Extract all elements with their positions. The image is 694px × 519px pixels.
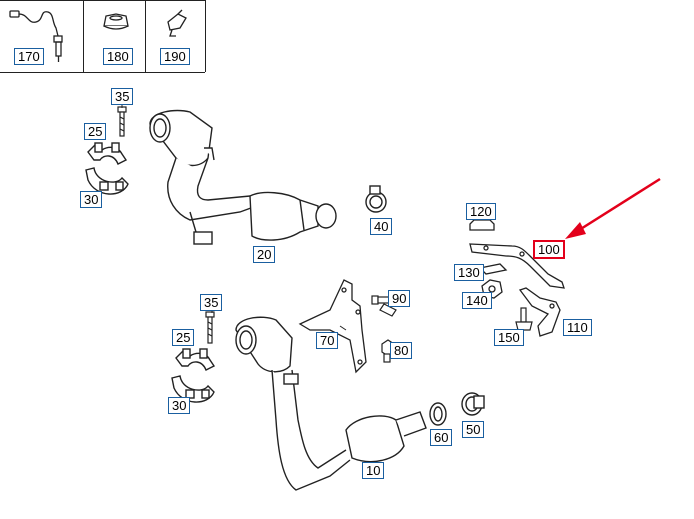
callout-50[interactable]: 50 bbox=[462, 421, 485, 438]
callout-170[interactable]: 170 bbox=[14, 48, 44, 65]
clamp-half-upper-icon bbox=[87, 142, 128, 165]
callout-180[interactable]: 180 bbox=[103, 48, 133, 65]
callout-130[interactable]: 130 bbox=[454, 264, 484, 281]
callout-190[interactable]: 190 bbox=[160, 48, 190, 65]
callout-110[interactable]: 110 bbox=[563, 319, 592, 336]
catalytic-converter-lower-icon bbox=[235, 316, 427, 491]
callout-140[interactable]: 140 bbox=[462, 292, 492, 309]
bolt-90-icon bbox=[371, 295, 397, 317]
clamp-half-lower-icon bbox=[85, 167, 129, 195]
callout-70[interactable]: 70 bbox=[316, 332, 339, 349]
callout-25-upper[interactable]: 25 bbox=[84, 123, 107, 140]
bolt-lower-icon bbox=[205, 311, 215, 344]
bracket-right-icon bbox=[518, 287, 561, 337]
mini-parts-table bbox=[0, 0, 206, 73]
callout-100-highlighted[interactable]: 100 bbox=[533, 240, 565, 259]
catalytic-converter-upper-icon bbox=[149, 109, 337, 245]
callout-10[interactable]: 10 bbox=[362, 462, 385, 479]
clamp-ring-upper-icon bbox=[365, 185, 387, 213]
clip-icon bbox=[167, 9, 187, 37]
highlight-arrow-icon bbox=[565, 177, 661, 239]
callout-80[interactable]: 80 bbox=[390, 342, 413, 359]
bolt-icon bbox=[117, 106, 127, 137]
clip-small-icon bbox=[478, 263, 508, 275]
callout-90[interactable]: 90 bbox=[388, 290, 411, 307]
bracket-top-icon bbox=[469, 219, 495, 231]
heat-shield-icon bbox=[298, 279, 367, 374]
clamp-half-upper-b-icon bbox=[175, 348, 216, 371]
callout-30-upper[interactable]: 30 bbox=[80, 191, 103, 208]
callout-35-upper[interactable]: 35 bbox=[111, 88, 134, 105]
callout-20[interactable]: 20 bbox=[253, 246, 276, 263]
clamp-ring-lower-icon bbox=[461, 392, 485, 416]
bracket-long-icon bbox=[469, 243, 565, 289]
callout-120[interactable]: 120 bbox=[466, 203, 496, 220]
gasket-ring-icon bbox=[429, 402, 447, 426]
callout-25-lower[interactable]: 25 bbox=[172, 329, 195, 346]
grommet-icon bbox=[103, 13, 129, 30]
callout-35-lower[interactable]: 35 bbox=[200, 294, 223, 311]
callout-60[interactable]: 60 bbox=[430, 429, 453, 446]
bolt-small-icon bbox=[515, 307, 533, 331]
oxygen-sensor-icon bbox=[9, 10, 63, 62]
callout-40[interactable]: 40 bbox=[370, 218, 393, 235]
callout-150[interactable]: 150 bbox=[494, 329, 524, 346]
callout-30-lower[interactable]: 30 bbox=[168, 397, 191, 414]
